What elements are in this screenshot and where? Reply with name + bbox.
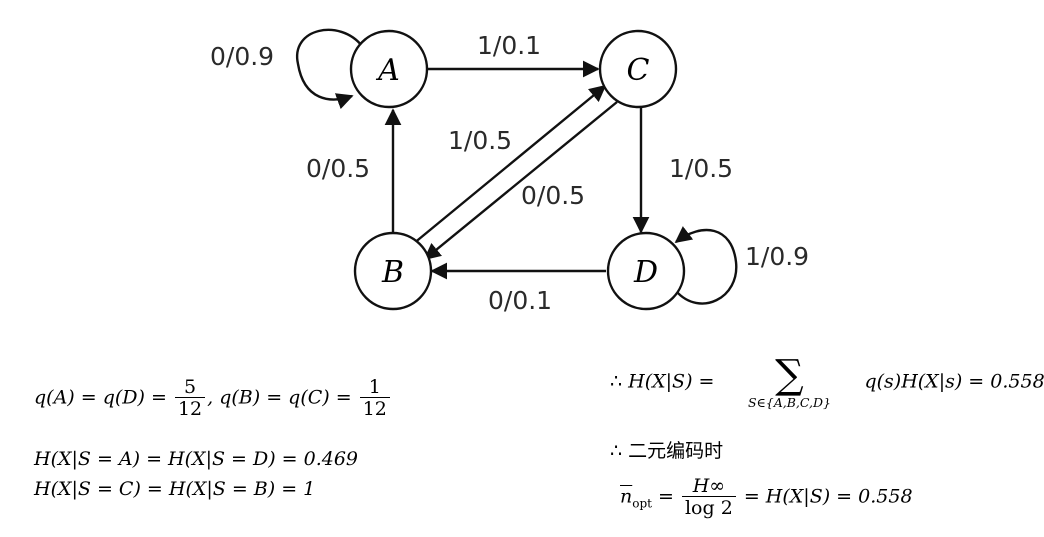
entropy-a-d-line: H(X|S = A) = H(X|S = D) = 0.469 — [34, 448, 359, 470]
entropy-rate-den: log 2 — [681, 496, 736, 518]
therefore-symbol: ∴ — [610, 370, 623, 393]
q-ad-prefix: q(A) = q(D) = — [34, 386, 173, 409]
edge-label-a-to-c: 1/0.1 — [477, 31, 541, 60]
node-a-label: A — [375, 53, 400, 88]
node-c-label: C — [627, 53, 650, 88]
node-c: C — [598, 29, 678, 109]
fraction-5-12-num: 5 — [183, 376, 197, 398]
summation: ∑S∈{A,B,C,D} — [714, 355, 864, 410]
entropy-c-b-line: H(X|S = C) = H(X|S = B) = 1 — [34, 478, 316, 500]
entropy-rate-fraction: H∞log 2 — [681, 475, 736, 518]
summation-subscript: S∈{A,B,C,D} — [747, 395, 831, 410]
edge-a-self-loop — [295, 28, 363, 110]
node-b: B — [353, 231, 433, 311]
node-d-label: D — [633, 255, 658, 290]
edge-b-to-c — [412, 84, 607, 245]
edge-label-b-to-a: 0/0.5 — [306, 154, 370, 183]
edge-label-c-to-d: 1/0.5 — [669, 154, 733, 183]
edge-label-c-to-b: 0/0.5 — [521, 181, 585, 210]
fraction-1-12-den: 12 — [359, 397, 390, 419]
node-d: D — [606, 231, 686, 311]
node-a: A — [349, 29, 429, 109]
edge-label-d-self: 1/0.9 — [745, 242, 809, 271]
entropy-rate-num: H∞ — [692, 475, 726, 497]
edge-label-d-to-b: 0/0.1 — [488, 286, 552, 315]
n-subscript: opt — [632, 496, 652, 511]
h-rhs: q(s)H(X|s) = 0.558 — [864, 370, 1044, 393]
node-b-label: B — [381, 255, 404, 290]
h-lhs: H(X|S) = — [628, 370, 715, 393]
state-transition-diagram: A B C D 0/0.9 1/0.1 0/0.5 1/0.5 0/0.5 1/… — [210, 28, 809, 315]
n-rhs: = H(X|S) = 0.558 — [737, 485, 913, 508]
edge-label-b-to-c: 1/0.5 — [448, 126, 512, 155]
n-bar: n — [620, 485, 633, 508]
fraction-5-12-den: 12 — [174, 397, 206, 419]
optimal-length-line: nopt = H∞log 2 = H(X|S) = 0.558 — [620, 477, 913, 518]
conditional-entropy-line: ∴ H(X|S) =∑S∈{A,B,C,D}q(s)H(X|s) = 0.558 — [610, 355, 1044, 410]
binary-coding-line: ∴ 二元编码时 — [610, 442, 723, 461]
summation-symbol: ∑ — [775, 352, 804, 398]
q-bc-prefix: , q(B) = q(C) = — [207, 386, 358, 409]
binary-coding-text: 二元编码时 — [628, 440, 724, 462]
therefore-symbol-2: ∴ — [610, 440, 623, 462]
equals-sign: = — [651, 485, 680, 508]
right-equations: ∴ H(X|S) =∑S∈{A,B,C,D}q(s)H(X|s) = 0.558… — [610, 355, 1044, 530]
fraction-1-12-num: 1 — [368, 376, 381, 398]
edge-c-to-b — [423, 101, 618, 261]
edge-d-self-loop — [674, 226, 738, 305]
edge-label-a-self: 0/0.9 — [210, 42, 274, 71]
